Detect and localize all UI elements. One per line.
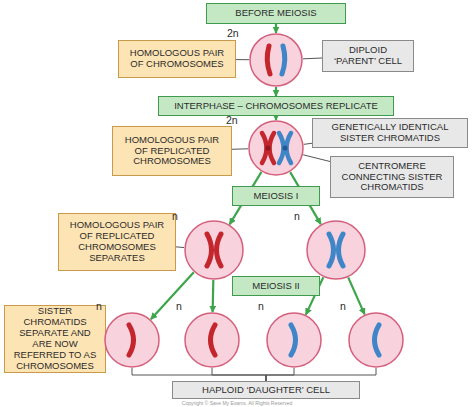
leader-line bbox=[132, 368, 266, 381]
callout-box: CENTROMERE CONNECTING SISTER CHROMATIDS bbox=[330, 156, 454, 198]
copyright-note: Copyright © Save My Exams. All Rights Re… bbox=[0, 400, 474, 406]
process-arrow bbox=[275, 87, 277, 96]
process-arrow bbox=[151, 272, 194, 319]
cell-circle: n bbox=[184, 312, 240, 368]
box-text: CENTROMERE CONNECTING SISTER CHROMATIDS bbox=[335, 161, 449, 194]
cell-membrane bbox=[349, 313, 403, 367]
leader-line bbox=[266, 368, 376, 381]
process-arrow bbox=[275, 24, 277, 33]
cell-membrane bbox=[267, 313, 321, 367]
leader-line bbox=[236, 59, 249, 60]
callout-box: DIPLOID ‘PARENT’ CELL bbox=[322, 40, 414, 72]
cell-circle: 2n bbox=[249, 33, 303, 87]
stage-box: INTERPHASE – CHROMOSOMES REPLICATE bbox=[158, 96, 394, 116]
box-text: HOMOLOGOUS PAIR OF REPLICATED CHROMOSOME… bbox=[63, 220, 171, 264]
leader-line bbox=[303, 58, 322, 60]
box-text: DIPLOID ‘PARENT’ CELL bbox=[327, 45, 409, 67]
stage-box: BEFORE MEIOSIS bbox=[206, 3, 346, 24]
box-text: MEIOSIS II bbox=[252, 281, 300, 292]
note-box: HOMOLOGOUS PAIR OF REPLICATED CHROMOSOME… bbox=[58, 213, 176, 271]
ploidy-label: n bbox=[172, 210, 178, 222]
callout-box: HAPLOID ‘DAUGHTER’ CELL bbox=[172, 381, 360, 399]
box-text: HAPLOID ‘DAUGHTER’ CELL bbox=[202, 385, 330, 396]
cell-membrane bbox=[185, 313, 239, 367]
callout-box: GENETICALLY IDENTICAL SISTER CHROMATIDS bbox=[312, 118, 468, 148]
ploidy-label: n bbox=[340, 300, 346, 312]
cell-outline bbox=[184, 220, 244, 280]
cell-circle: n bbox=[266, 312, 322, 368]
cell-outline bbox=[348, 312, 404, 368]
box-text: INTERPHASE – CHROMOSOMES REPLICATE bbox=[174, 101, 378, 112]
leader-line bbox=[212, 368, 266, 381]
cell-outline bbox=[248, 120, 304, 176]
box-text: BEFORE MEIOSIS bbox=[235, 8, 316, 19]
note-box: HOMOLOGOUS PAIR OF REPLICATED CHROMOSOME… bbox=[112, 126, 232, 176]
cell-circle: n bbox=[348, 312, 404, 368]
box-text: HOMOLOGOUS PAIR OF CHROMOSOMES bbox=[123, 48, 231, 70]
process-arrow bbox=[348, 277, 364, 314]
ploidy-label: n bbox=[294, 210, 300, 222]
cell-outline bbox=[266, 312, 322, 368]
ploidy-label: 2n bbox=[226, 114, 238, 126]
cell-outline bbox=[306, 220, 366, 280]
box-text: HOMOLOGOUS PAIR OF REPLICATED CHROMOSOME… bbox=[117, 135, 227, 168]
cell-membrane bbox=[105, 313, 159, 367]
cell-membrane bbox=[250, 34, 302, 86]
cell-outline bbox=[249, 33, 303, 87]
ploidy-label: n bbox=[176, 300, 182, 312]
process-arrow bbox=[212, 280, 215, 312]
cell-circle: 2n bbox=[248, 120, 304, 176]
cell-circle: n bbox=[306, 220, 366, 280]
cell-circle: n bbox=[104, 312, 160, 368]
box-text: GENETICALLY IDENTICAL SISTER CHROMATIDS bbox=[317, 122, 463, 144]
cell-outline bbox=[104, 312, 160, 368]
cell-membrane bbox=[249, 121, 303, 175]
leader-line bbox=[304, 143, 312, 144]
cell-membrane bbox=[185, 221, 243, 279]
stage-box: MEIOSIS I bbox=[232, 186, 320, 206]
cell-membrane bbox=[307, 221, 365, 279]
note-box: HOMOLOGOUS PAIR OF CHROMOSOMES bbox=[118, 40, 236, 78]
cell-outline bbox=[184, 312, 240, 368]
leader-line bbox=[303, 155, 330, 162]
ploidy-label: 2n bbox=[227, 27, 239, 39]
cell-circle: n bbox=[184, 220, 244, 280]
process-arrow bbox=[275, 116, 277, 120]
box-text: SISTER CHROMATIDS SEPARATE AND ARE NOW R… bbox=[9, 306, 101, 372]
box-text: MEIOSIS I bbox=[254, 191, 299, 202]
ploidy-label: n bbox=[96, 300, 102, 312]
leader-line bbox=[232, 148, 248, 149]
ploidy-label: n bbox=[258, 300, 264, 312]
stage-box: MEIOSIS II bbox=[232, 276, 320, 296]
note-box: SISTER CHROMATIDS SEPARATE AND ARE NOW R… bbox=[4, 305, 106, 373]
leader-line bbox=[176, 246, 184, 248]
